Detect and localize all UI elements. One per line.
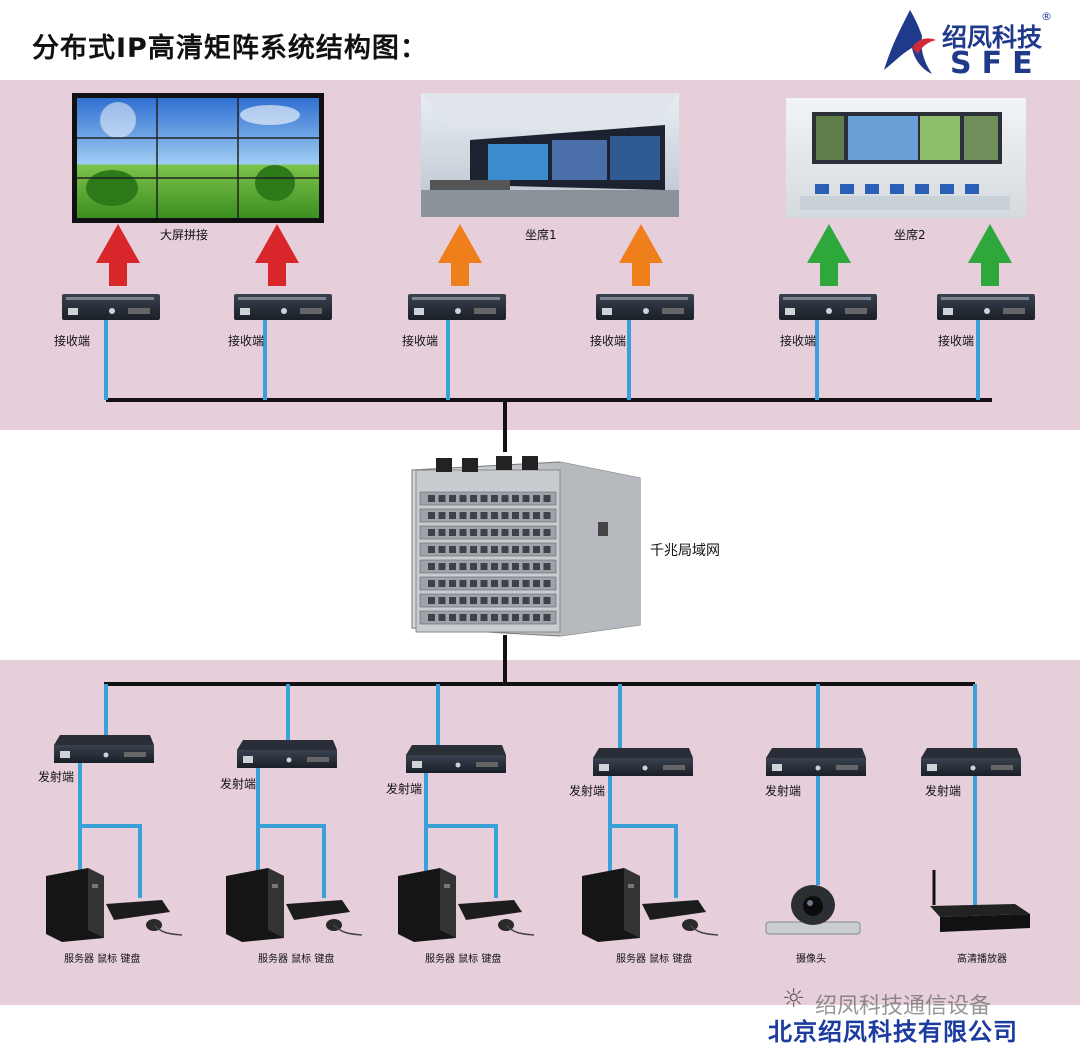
transmitter-label: 发射端 [38,770,75,784]
display-label-seat-2: 坐席2 [894,228,926,242]
keyboard-mouse-icon [106,900,183,936]
up-arrow-icon [968,224,1012,286]
source-label: 服务器 鼠标 键盘 [425,954,502,965]
pc-tower-icon [398,868,456,942]
pc-tower-icon [582,868,640,942]
up-arrow-icon [438,224,482,286]
source-label: 服务器 鼠标 键盘 [258,954,335,965]
wechat-icon: ☼ [782,984,806,1014]
receiver-label: 接收端 [228,334,265,348]
display-label-video-wall: 大屏拼接 [160,228,209,242]
keyboard-mouse-icon [286,900,363,936]
logo-english-name: SFE [950,46,1043,81]
source-cable [258,824,326,898]
transmitter-box-icon [406,745,506,773]
keyboard-mouse-icon [458,900,535,936]
source-label: 摄像头 [796,954,826,965]
up-arrow-icon [619,224,663,286]
source-cable [610,824,678,898]
pc-tower-icon [46,868,104,942]
source-cable [426,824,498,898]
receiver-box-icon [779,294,877,320]
receiver-label: 接收端 [590,334,627,348]
transmitter-label: 发射端 [925,784,962,798]
media-player-icon [930,870,1030,932]
transmitter-box-icon [766,748,866,776]
logo-swirl-icon [884,10,936,74]
transmitter-box-icon [54,735,154,763]
receiver-box-icon [596,294,694,320]
transmitter-label: 发射端 [220,777,257,791]
logo-chinese-name: 绍凤科技 [942,23,1043,52]
receiver-box-icon [234,294,332,320]
receiver-box-icon [937,294,1035,320]
keyboard-mouse-icon [642,900,719,936]
transmitter-label: 发射端 [765,784,802,798]
transmitter-label: 发射端 [386,782,423,796]
network-switch-chassis-icon [411,456,641,637]
company-name: 北京绍凤科技有限公司 [768,1018,1018,1046]
receiver-box-icon [62,294,160,320]
control-room-1-image [421,93,679,217]
video-wall-display [72,93,324,223]
receiver-label: 接收端 [402,334,439,348]
up-arrow-icon [96,224,140,286]
gigabit-lan-label: 千兆局域网 [650,543,720,559]
source-label: 高清播放器 [957,954,1007,965]
wechat-watermark: 绍凤科技通信设备 [815,994,992,1019]
source-cable [80,824,142,898]
receiver-label: 接收端 [938,334,975,348]
source-label: 服务器 鼠标 键盘 [64,954,141,965]
receiver-box-icon [408,294,506,320]
page-title: 分布式IP高清矩阵系统结构图： [32,33,428,64]
ptz-camera-icon [765,885,861,935]
transmitter-box-icon [593,748,693,776]
pc-tower-icon [226,868,284,942]
receiver-label: 接收端 [780,334,817,348]
display-label-seat-1: 坐席1 [525,228,557,242]
company-logo [880,6,1060,78]
source-label: 服务器 鼠标 键盘 [616,954,693,965]
up-arrow-icon [807,224,851,286]
control-room-2-image [786,98,1026,218]
up-arrow-icon [255,224,299,286]
registered-mark: ® [1041,10,1052,23]
transmitter-box-icon [921,748,1021,776]
source-zone-background [0,660,1080,1005]
transmitter-label: 发射端 [569,784,606,798]
receiver-label: 接收端 [54,334,91,348]
transmitter-box-icon [237,740,337,768]
